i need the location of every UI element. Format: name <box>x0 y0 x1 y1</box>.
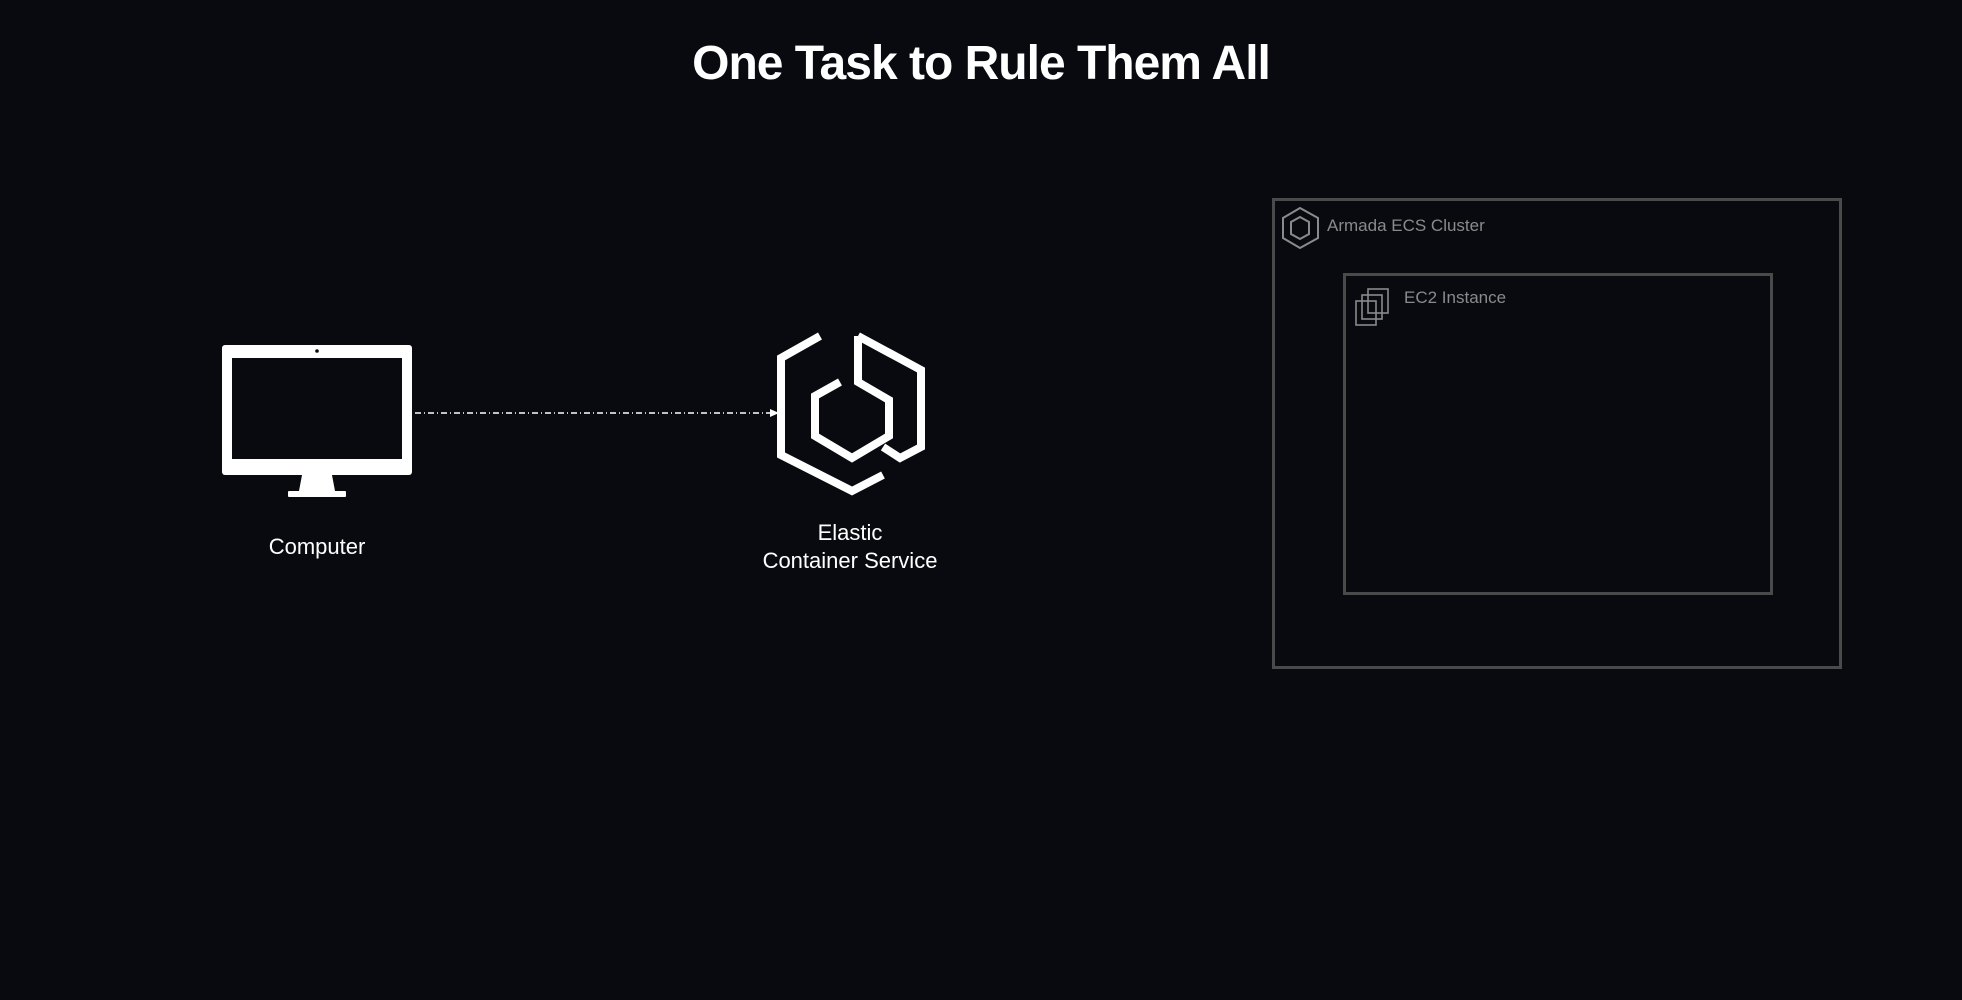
ecs-label-line1: Elastic <box>817 520 883 545</box>
ecs-icon[interactable] <box>777 332 925 496</box>
ec2-instance-label: EC2 Instance <box>1404 288 1507 307</box>
diagram-title: One Task to Rule Them All <box>692 37 1271 90</box>
ec2-instance-icon <box>1355 288 1389 326</box>
ecs-cluster-group[interactable] <box>1272 198 1842 669</box>
ecs-cluster-icon <box>1282 206 1319 250</box>
ec2-instance-group[interactable] <box>1343 273 1773 595</box>
ecs-cluster-label: Armada ECS Cluster <box>1327 216 1485 235</box>
computer-label: Computer <box>268 534 366 559</box>
ecs-label: Elastic Container Service <box>700 519 1000 575</box>
desktop-computer-icon[interactable] <box>222 345 412 497</box>
ecs-label-line2: Container Service <box>762 548 938 573</box>
